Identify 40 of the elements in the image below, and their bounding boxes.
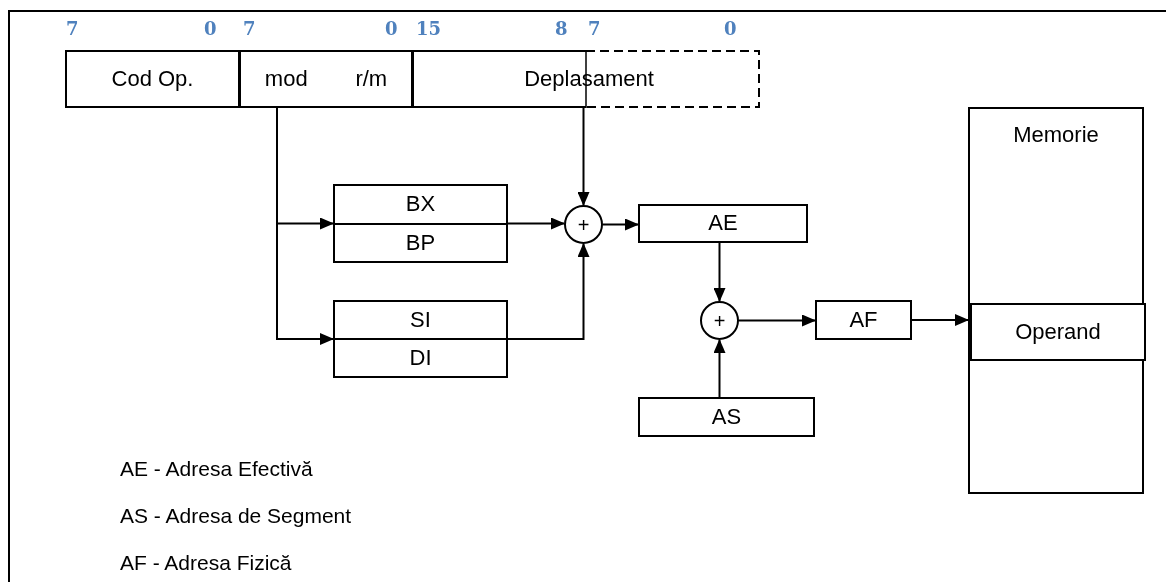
bit-number: 0: [385, 18, 398, 39]
field-box: [239, 50, 413, 108]
register-label: AS: [711, 404, 742, 430]
bit-number: 0: [724, 18, 737, 39]
adder-circle: +: [700, 301, 739, 340]
arrow: [713, 242, 726, 302]
arrow: [507, 243, 590, 340]
register-box: [638, 204, 808, 243]
arrow: [276, 107, 334, 345]
arrow: [507, 217, 565, 230]
register-label: AF: [849, 307, 878, 333]
arrow: [577, 107, 590, 206]
definition-note: AE - Adresa Efectivă: [120, 457, 313, 481]
register-label: AE: [708, 211, 738, 236]
memory-cell: [970, 303, 1146, 361]
memory-label: Memorie: [1013, 123, 1099, 148]
bit-number: 7: [66, 18, 79, 39]
bit-number: 8: [555, 18, 568, 39]
register-label: Operand: [1015, 319, 1101, 345]
arrow: [713, 339, 726, 398]
arrow: [602, 218, 639, 231]
bit-number: 0: [204, 18, 217, 39]
register-label: Cod Op.: [111, 66, 194, 92]
field-box: [412, 50, 760, 108]
memory-block: [968, 107, 1144, 494]
field-label: r/m: [355, 66, 388, 92]
register-box: [815, 300, 912, 340]
register-box: [65, 50, 240, 108]
field-label: mod: [264, 66, 308, 92]
arrow: [911, 314, 969, 326]
definition-note: AS - Adresa de Segment: [120, 504, 352, 528]
bit-number: 15: [416, 18, 442, 39]
bit-number: 7: [588, 18, 601, 39]
register-box: SI DI: [333, 300, 508, 378]
register-box: [638, 397, 815, 437]
bit-number: 7: [243, 18, 256, 39]
register-box: BX BP: [333, 184, 508, 263]
arrow: [738, 314, 816, 327]
adder-circle: +: [564, 205, 603, 244]
definition-note: AF - Adresa Fizică: [120, 551, 292, 575]
